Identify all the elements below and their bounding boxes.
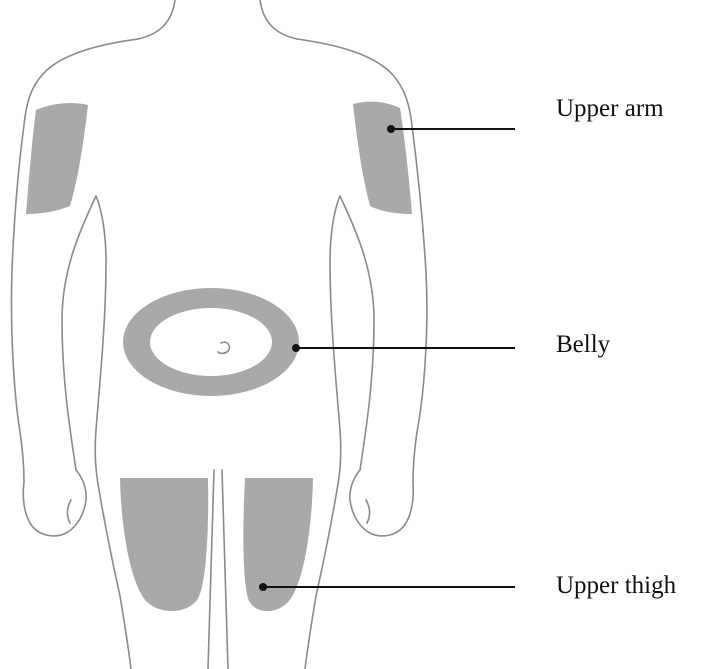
neck-left-line [260, 0, 297, 39]
zone-belly [123, 288, 299, 396]
belly-label: Belly [556, 330, 610, 360]
zone-left-upper-arm [353, 102, 412, 214]
upper-arm-label: Upper arm [556, 94, 664, 124]
upper-thigh-leader-dot [259, 583, 267, 591]
crotch-line-right [208, 470, 214, 669]
right-arm-inner-outline [62, 196, 106, 484]
left-hand-outline [350, 470, 413, 536]
upper-arm-leader-dot [387, 125, 395, 133]
navel-mark [218, 342, 229, 353]
right-hand-outline [23, 470, 86, 536]
zone-left-upper-thigh [243, 478, 313, 611]
left-arm-inner-outline [330, 196, 374, 484]
crotch-line-left [222, 470, 228, 669]
left-thumb-mark [366, 500, 370, 523]
neck-right-line [138, 0, 175, 39]
body-outline [11, 0, 426, 669]
belly-leader-dot [292, 344, 300, 352]
upper-thigh-label: Upper thigh [556, 571, 676, 601]
zone-right-upper-thigh [120, 478, 208, 611]
zone-right-upper-arm [26, 103, 88, 214]
injection-zones [26, 102, 412, 611]
right-thumb-mark [67, 500, 71, 523]
